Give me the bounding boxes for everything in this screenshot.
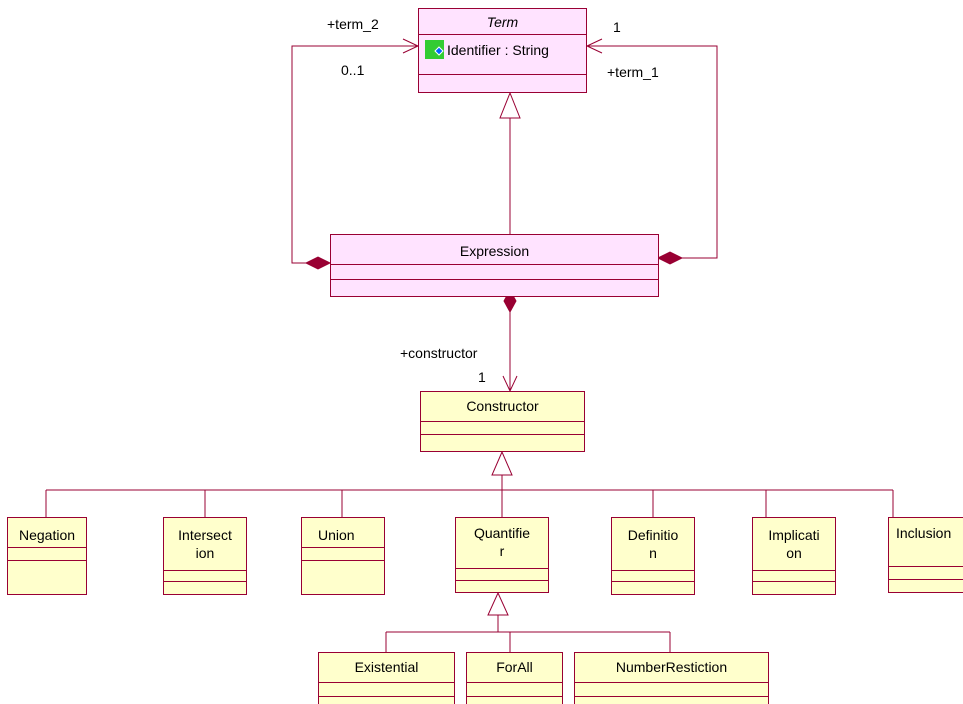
class-union-name: Union bbox=[318, 527, 355, 543]
role-constructor: +constructor bbox=[400, 345, 478, 361]
class-quantifier[interactable]: Quantifie r bbox=[455, 517, 549, 593]
class-existential-name: Existential bbox=[354, 659, 419, 675]
class-negation-name: Negation bbox=[18, 527, 76, 543]
association-term2-line bbox=[291, 45, 418, 264]
class-expression[interactable]: Expression bbox=[330, 234, 659, 297]
generalization-arrowhead-constructor bbox=[491, 450, 513, 476]
generalization-arrowhead-quantifier bbox=[487, 591, 509, 616]
role-term1: +term_1 bbox=[607, 64, 659, 80]
class-forall[interactable]: ForAll bbox=[466, 652, 563, 704]
composition-diamond-term2 bbox=[304, 256, 332, 270]
class-quantifier-name-line1: Quantifie bbox=[473, 525, 531, 541]
class-implication-name-line1: Implicati bbox=[768, 527, 820, 543]
class-numberrestiction-name: NumberRestiction bbox=[615, 659, 728, 675]
class-term[interactable]: Term Identifier : String bbox=[418, 8, 587, 93]
generalization-arrowhead-term bbox=[499, 91, 521, 119]
class-union[interactable]: Union bbox=[301, 517, 385, 595]
class-implication-name-line2: on bbox=[786, 545, 802, 561]
class-inclusion-name: Inclusion bbox=[896, 525, 952, 541]
class-intersection-name-line1: Intersect bbox=[178, 527, 232, 543]
association-term1-arrowhead bbox=[585, 38, 603, 54]
multiplicity-term2: 0..1 bbox=[341, 62, 365, 78]
attribute-icon bbox=[425, 40, 444, 59]
class-forall-name: ForAll bbox=[496, 659, 533, 675]
association-term1-line bbox=[587, 45, 718, 259]
class-numberrestiction[interactable]: NumberRestiction bbox=[574, 652, 769, 704]
class-intersection[interactable]: Intersect ion bbox=[163, 517, 247, 595]
role-term2: +term_2 bbox=[327, 16, 379, 32]
class-negation[interactable]: Negation bbox=[7, 517, 87, 595]
composition-diamond-term1 bbox=[656, 251, 684, 265]
class-constructor-name: Constructor bbox=[466, 398, 539, 414]
multiplicity-constructor: 1 bbox=[478, 369, 486, 385]
class-definition-name-line2: n bbox=[649, 545, 657, 561]
multiplicity-term1: 1 bbox=[613, 19, 621, 35]
class-definition[interactable]: Definitio n bbox=[611, 517, 695, 595]
class-implication[interactable]: Implicati on bbox=[752, 517, 836, 595]
class-intersection-name-line2: ion bbox=[195, 545, 215, 561]
class-term-name: Term bbox=[486, 14, 519, 30]
class-existential[interactable]: Existential bbox=[318, 652, 455, 704]
class-constructor[interactable]: Constructor bbox=[420, 391, 585, 452]
class-inclusion[interactable]: Inclusion bbox=[888, 517, 963, 593]
class-definition-name-line1: Definitio bbox=[627, 527, 679, 543]
class-quantifier-name-line2: r bbox=[499, 543, 505, 559]
class-expression-name: Expression bbox=[459, 243, 530, 259]
attribute-identifier: Identifier : String bbox=[447, 42, 549, 58]
